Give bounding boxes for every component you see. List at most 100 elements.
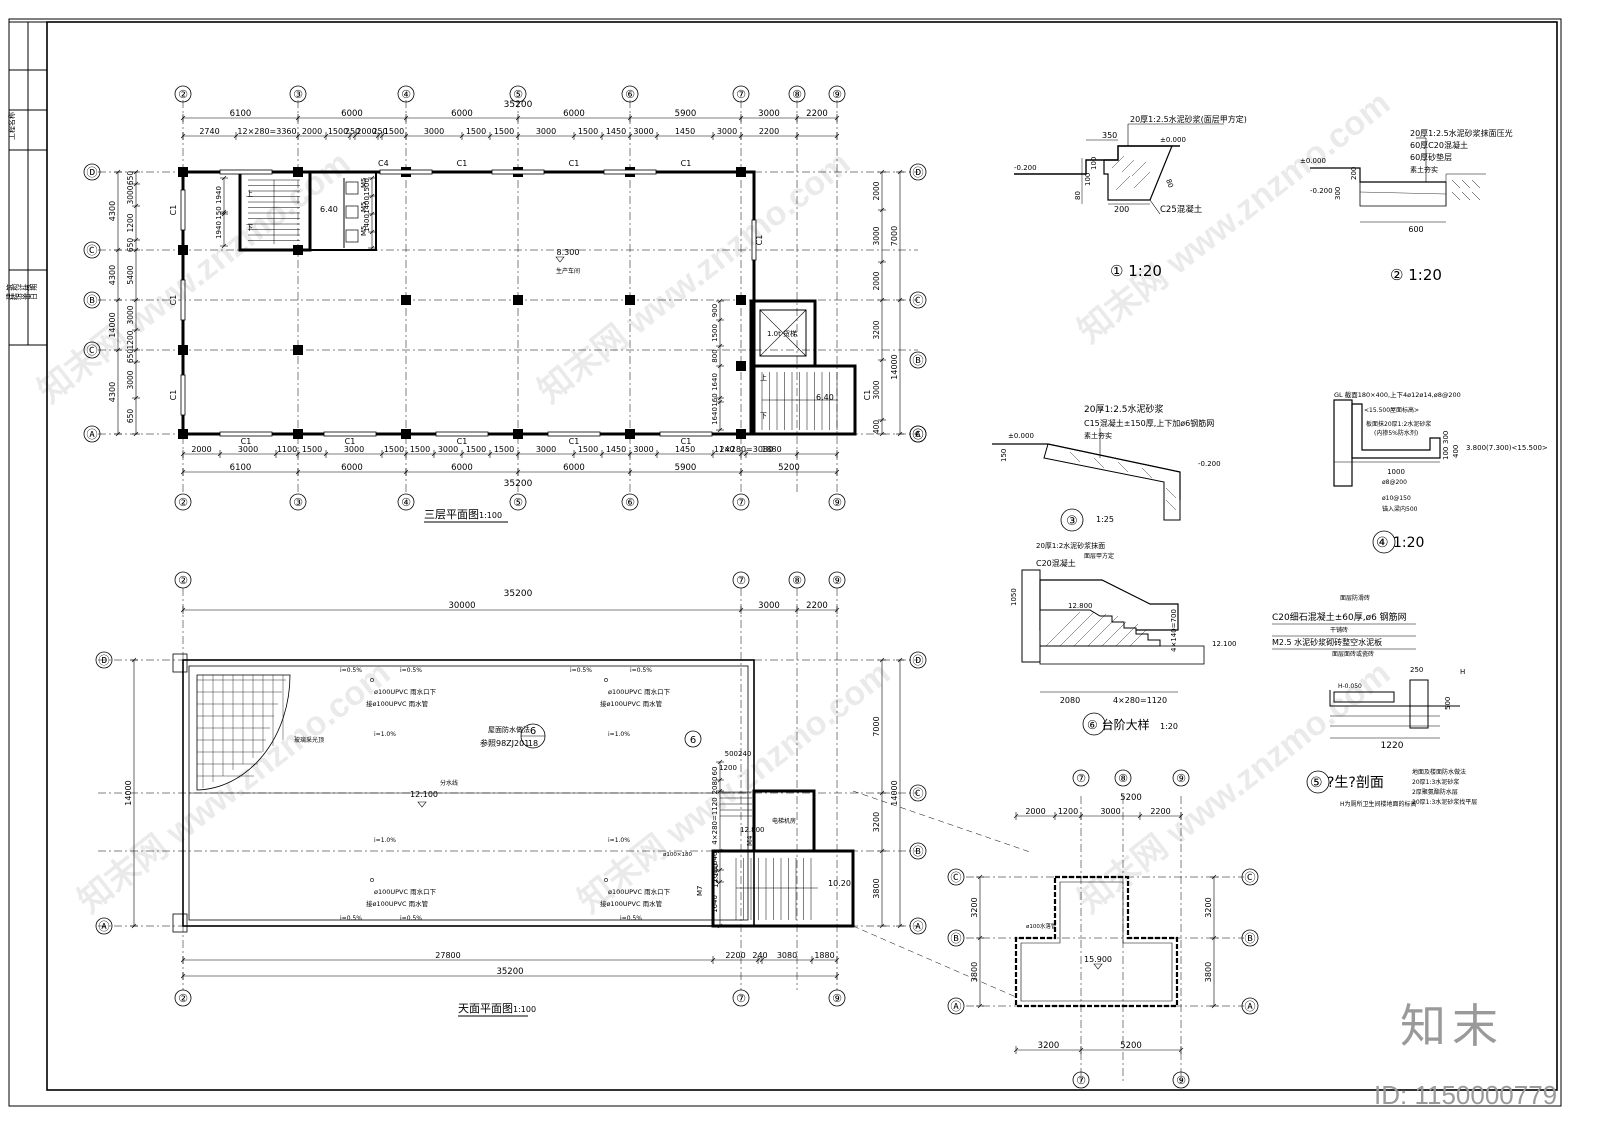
dim-text: 5400 (126, 265, 135, 284)
detail-4-note: <15.500屋面标高> (1364, 406, 1419, 414)
dim-text: 2000 (191, 445, 211, 454)
dim-text: 3000 (872, 380, 881, 399)
dimension-tick (627, 469, 633, 475)
dim-text: 1400 (363, 214, 371, 232)
grid-bubble-label: Ⓒ (913, 787, 924, 800)
drain-note: ø100UPVC 雨水口下 (374, 687, 437, 696)
grid-bubble-label: ⑦ (736, 992, 746, 1005)
drain-note: ø100UPVC 雨水口下 (374, 887, 437, 896)
dim-text: 400 (1452, 445, 1460, 458)
vent-label: ø100×180 (663, 852, 692, 858)
dimension-tick (115, 247, 121, 253)
dimension-tick (459, 133, 465, 139)
detail-6-bubble (1082, 712, 1106, 736)
window-label: C1 (755, 235, 764, 246)
title-block-row: 日 期 (30, 284, 38, 300)
stair-west (238, 170, 312, 252)
dimension-tick (133, 395, 139, 401)
dimension-tick (717, 777, 723, 783)
detail-callout-sheet: 18 (528, 739, 538, 748)
dimension-tick (133, 237, 139, 243)
grid-bubble (909, 842, 927, 860)
dimension-tick (180, 451, 186, 457)
grid-bubble-label: ⑨ (832, 496, 842, 509)
section-callout (684, 730, 702, 748)
grid-bubble (1241, 929, 1259, 947)
roof-outline-inner (1020, 881, 1173, 1002)
roof-level: 15.900 (1084, 955, 1112, 964)
dimension-tick (738, 133, 744, 139)
column (178, 167, 188, 177)
dim-text: 1500 (328, 127, 348, 136)
dim-text: 2200 (725, 951, 745, 960)
section-callout-number: 6 (690, 735, 696, 746)
drain-symbol (370, 878, 374, 882)
dim-text: 240 (752, 951, 767, 960)
detail-5-note: M2.5 水泥砂浆砌砖整空水泥板 (1272, 637, 1382, 647)
title-block: 工程名称 建 筑 结 构 设 计 审 核 日 期 (5, 21, 47, 346)
window (379, 169, 433, 175)
dim-text: 4300 (108, 382, 117, 402)
dim-text: 1200 (1058, 807, 1078, 816)
dimension-tick (879, 169, 885, 175)
dim-text: 2000 (872, 181, 881, 200)
dimension-tick (133, 181, 139, 187)
detail-6-note: 20厚1:2水泥砂浆抹面 (1036, 541, 1105, 550)
dim-text: 3000 (536, 445, 556, 454)
dimension-tick (834, 957, 840, 963)
floor-level: 8.300 (557, 248, 580, 257)
dimension-tick (217, 451, 223, 457)
dim-text: 6000 (563, 109, 585, 119)
dimension-tick (221, 211, 227, 217)
dimension-tick (369, 245, 375, 251)
drain-note: 接ø100UPVC 雨水管 (600, 899, 663, 908)
slope-label: i=0.5% (570, 667, 592, 674)
detail-5-note: 面层防滑砖 (1340, 594, 1370, 602)
dimension-tick (977, 874, 983, 880)
dimension-tick (834, 607, 840, 613)
grid-bubble (397, 493, 415, 511)
columns (178, 167, 757, 439)
grid-bubble-label: ⑦ (736, 88, 746, 101)
grid-bubble (732, 85, 750, 103)
detail-6-note: 面层甲方定 (1084, 552, 1114, 560)
dimension-tick (897, 297, 903, 303)
detail-3-scale: 1:25 (1096, 515, 1114, 524)
column (625, 429, 635, 439)
dimension-tick (487, 133, 493, 139)
window-label: C1 (457, 437, 468, 446)
inner-border (46, 21, 1558, 1091)
grid-bubble-label: Ⓑ (87, 294, 98, 307)
plan-title: 三层平面图1:100 (424, 508, 502, 521)
dimension-tick (180, 133, 186, 139)
grid-bubble-label: ⑧ (792, 88, 802, 101)
detail-6-note: C20混凝土 (1036, 558, 1076, 568)
grid-bubble-label: Ⓒ (87, 244, 98, 257)
column (513, 429, 523, 439)
dimension-tick (1178, 1047, 1184, 1053)
dim-text: 1500 (711, 324, 719, 342)
roof-outline (1014, 875, 1179, 1008)
dim-text: 3200 (1038, 1041, 1060, 1051)
grid-bubble-label: Ⓐ (1245, 1000, 1256, 1013)
dim-text: 1050 (1010, 588, 1018, 606)
grid-bubble (174, 989, 192, 1007)
dim-text: 500240 (725, 750, 752, 758)
slope-label: i=0.5% (400, 667, 422, 674)
dimension-tick (794, 133, 800, 139)
column (401, 429, 411, 439)
dim-text: 1200 (126, 213, 135, 232)
detail-6-scale: 1:20 (1160, 722, 1178, 731)
dim-text: 2000 (302, 127, 322, 136)
dim-text: 3000 (872, 226, 881, 245)
dim-text: 1500 (363, 178, 371, 196)
detail-3-layer: C15混凝土±150厚,上下加ø6钢筋网 (1084, 418, 1214, 428)
dimension-tick (515, 133, 521, 139)
grid-bubble (509, 493, 527, 511)
title-block-row: 设 计 (17, 284, 26, 300)
dimension-tick (180, 115, 186, 121)
dimension-tick (1052, 813, 1058, 819)
grid-bubble (947, 929, 965, 947)
